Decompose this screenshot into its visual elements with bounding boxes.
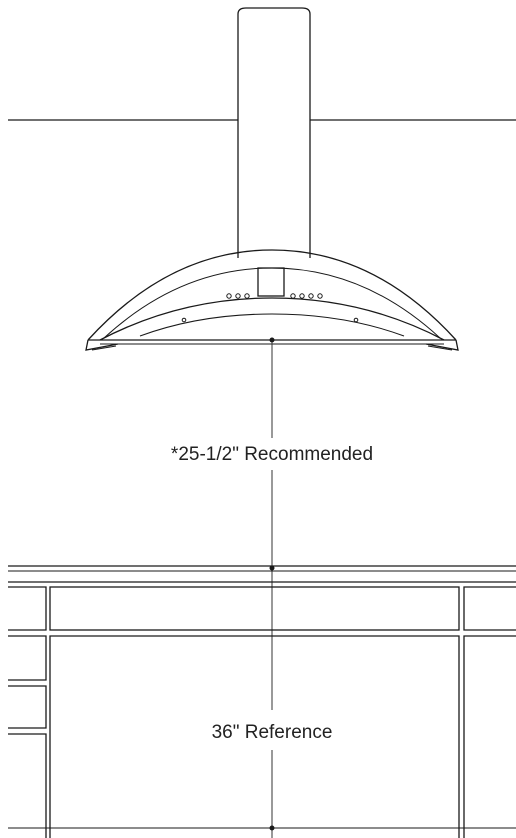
hood-control-panel [226,267,323,299]
left-cabinet [8,586,47,838]
dimension-line [269,337,275,838]
hood-button [317,293,323,299]
dimension-point-countertop [269,565,275,571]
hood-button [290,293,296,299]
hood-buttons-right [290,293,323,299]
countertop [8,565,516,583]
dimension-point-hood [269,337,275,343]
hood-clearance-label: *25-1/2" Recommended [171,444,373,465]
hood-button [244,293,250,299]
counter-height-label: 36" Reference [212,722,333,743]
base-cabinets [8,586,516,838]
hood-button [299,293,305,299]
hood-button [235,293,241,299]
range-hood [85,7,459,351]
center-cabinet [49,586,460,838]
hood-display-window [257,267,285,297]
hood-canopy [85,249,459,351]
right-cabinet [463,586,516,838]
hood-chimney [237,7,311,258]
hood-buttons-left [226,293,250,299]
hood-button [226,293,232,299]
hood-button [308,293,314,299]
